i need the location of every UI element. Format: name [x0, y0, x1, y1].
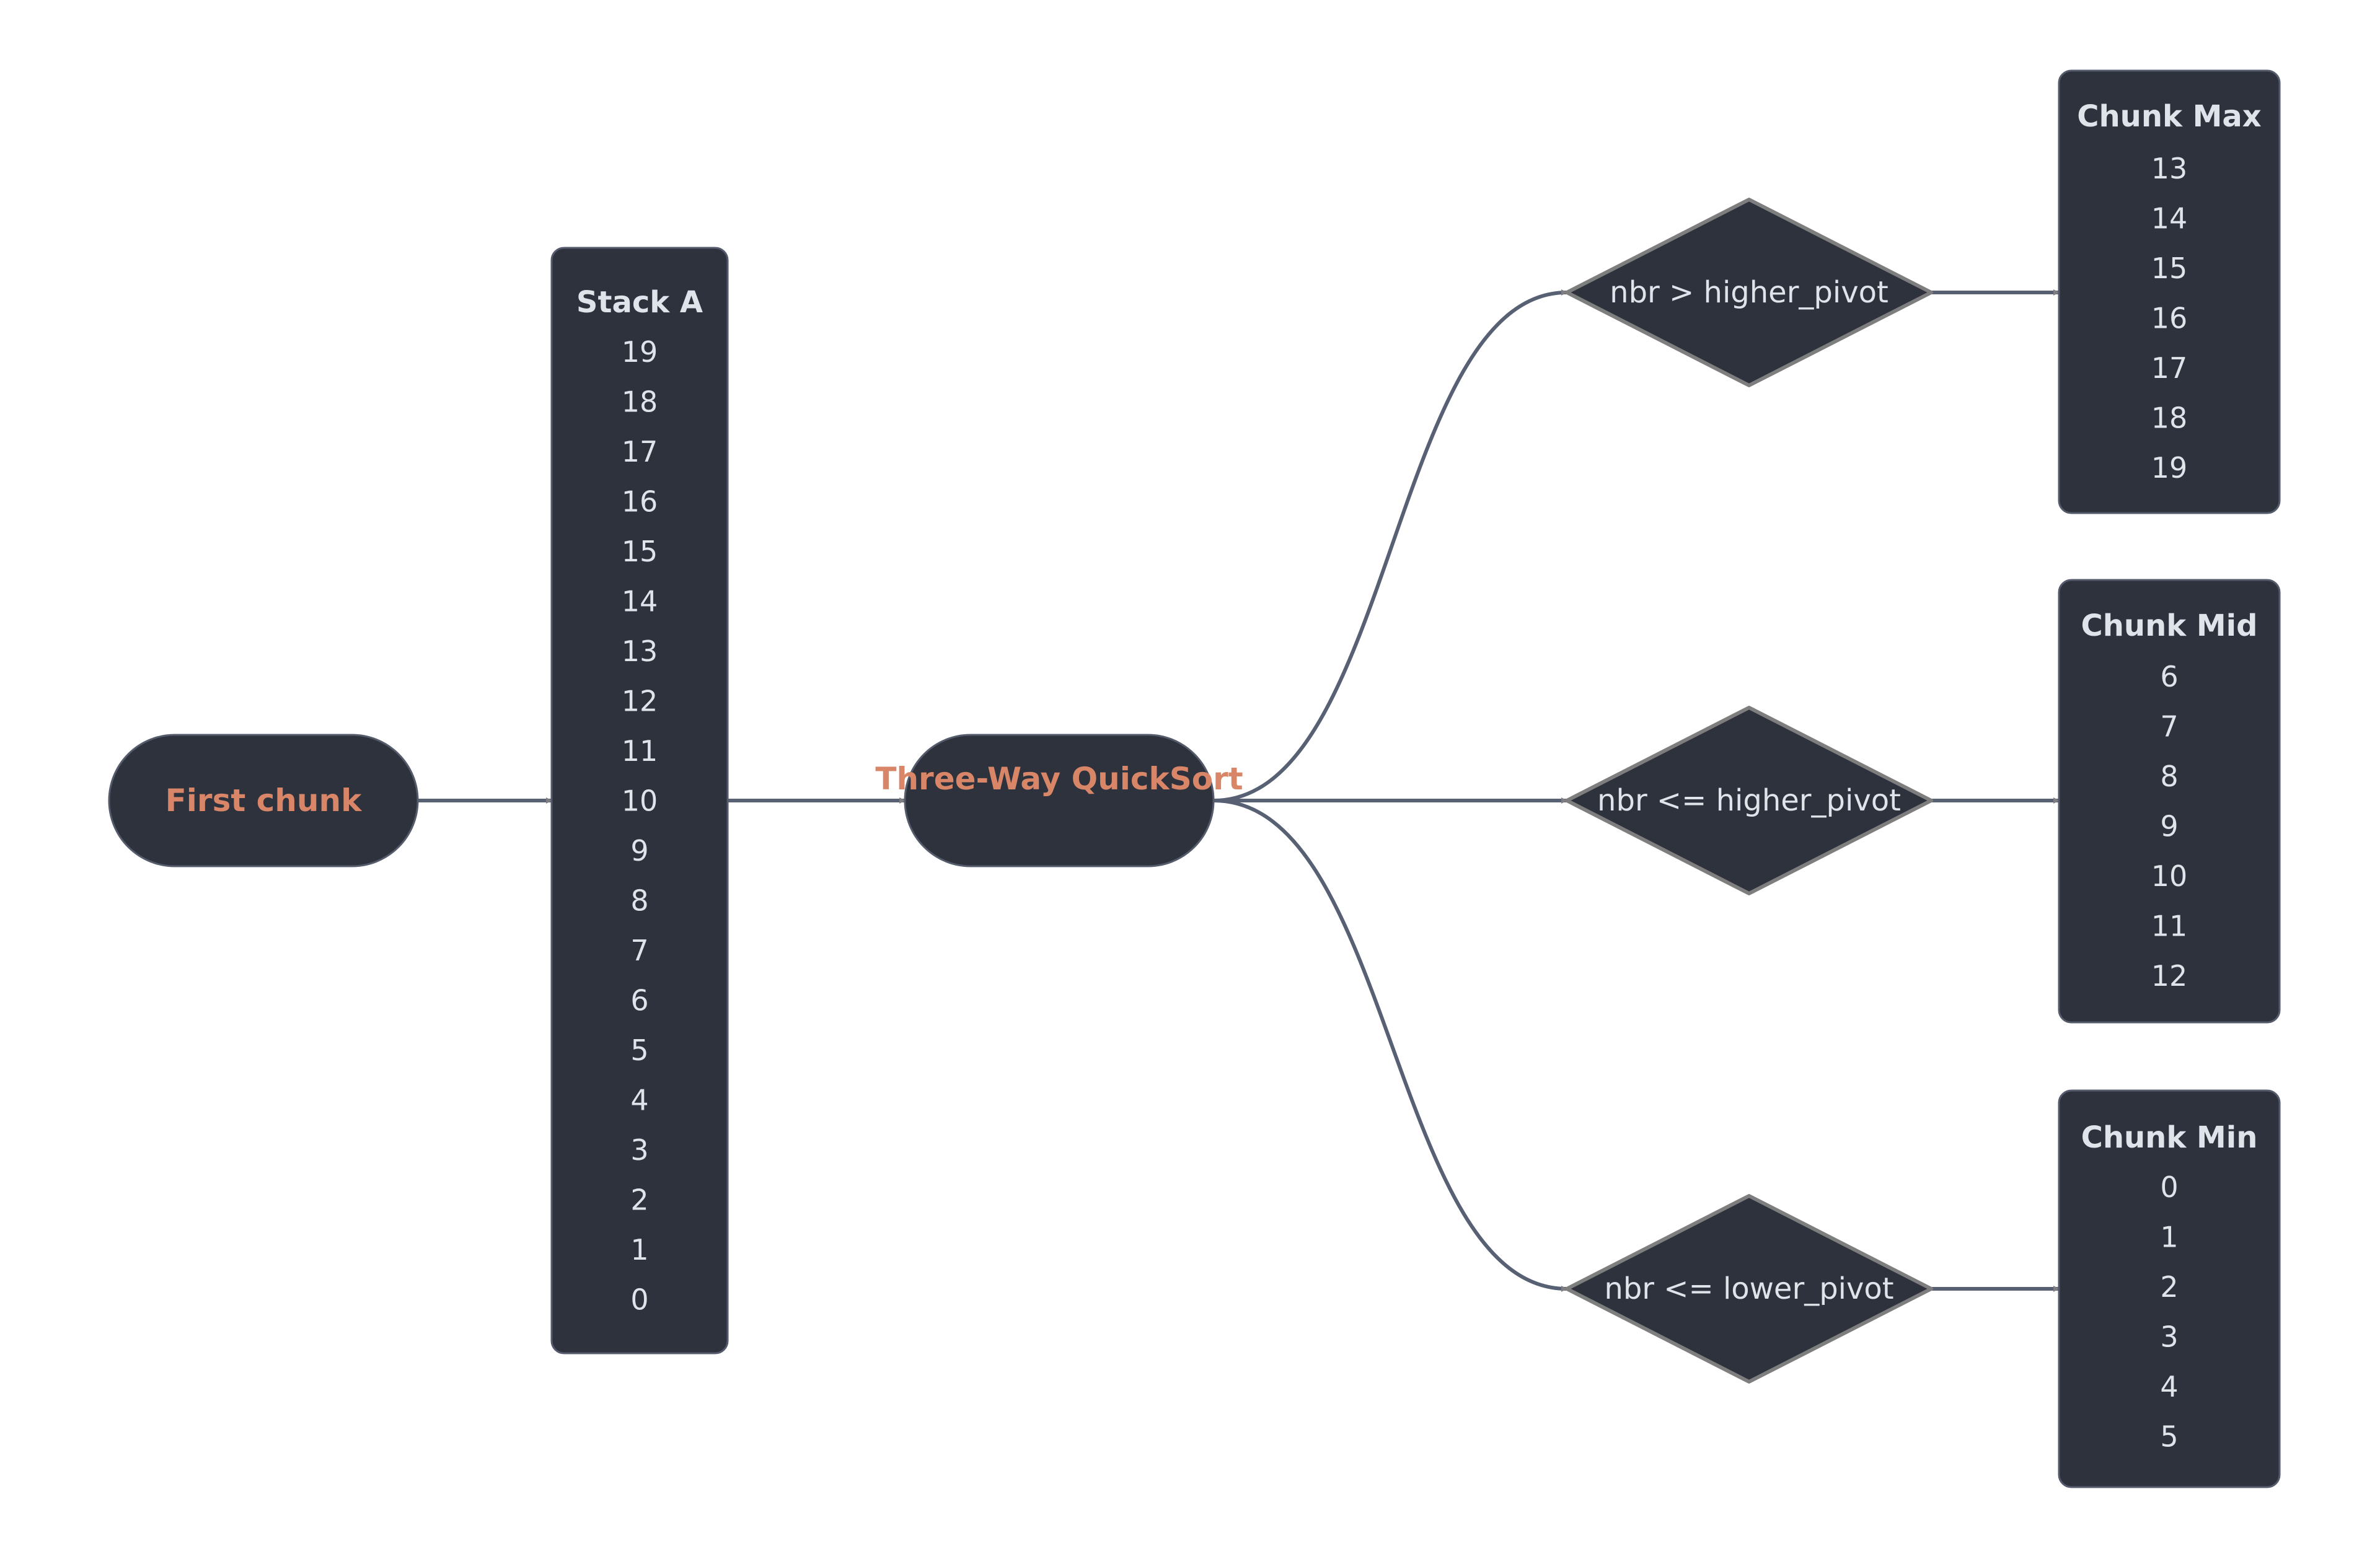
chunk-mid-title: Chunk Mid: [2081, 608, 2258, 643]
chunk-min-item: 3: [2160, 1320, 2178, 1354]
stack-a-item: 18: [622, 385, 658, 419]
chunk-min-item: 0: [2160, 1170, 2178, 1204]
stack-a-item: 1: [630, 1233, 648, 1266]
decision-min-label: nbr <= lower_pivot: [1604, 1271, 1893, 1306]
stack-a-item: 7: [630, 934, 648, 967]
chunk-max-item: 18: [2151, 402, 2188, 435]
decision-mid-label: nbr <= higher_pivot: [1597, 783, 1901, 818]
first-chunk-node[interactable]: First chunk: [108, 734, 419, 867]
stack-a-item: 8: [630, 884, 648, 918]
stack-a-item: 16: [622, 485, 658, 519]
edges: [418, 289, 2060, 1292]
chunk-max-title: Chunk Max: [2077, 99, 2262, 134]
chunk-mid-items: 6 7 8 9 10 11 12: [2151, 660, 2188, 993]
edge-quicksort-to-min: [1213, 799, 1567, 1292]
decision-max-node[interactable]: nbr > higher_pivot: [1565, 198, 1933, 387]
chunk-min-item: 2: [2160, 1270, 2178, 1304]
decision-min-node[interactable]: nbr <= lower_pivot: [1565, 1194, 1933, 1384]
stack-a-item: 3: [630, 1133, 648, 1167]
stack-a-item: 0: [630, 1283, 648, 1317]
chunk-min-item: 4: [2160, 1370, 2178, 1403]
stack-a-item: 19: [622, 335, 658, 369]
chunk-mid-item: 7: [2160, 710, 2178, 744]
quicksort-label: Three-Way QuickSort: [875, 761, 1243, 797]
stack-a-item: 6: [630, 984, 648, 1017]
decision-mid-node[interactable]: nbr <= higher_pivot: [1565, 706, 1933, 895]
stack-a-item: 4: [630, 1084, 648, 1117]
stack-a-item: 14: [622, 585, 658, 618]
stack-a-item: 17: [622, 435, 658, 468]
stack-a-title: Stack A: [576, 285, 703, 320]
stack-a-item: 9: [630, 834, 648, 867]
stack-a-item: 15: [622, 535, 658, 568]
chunk-mid-item: 11: [2151, 910, 2188, 943]
chunk-min-item: 5: [2160, 1420, 2178, 1454]
chunk-max-item: 13: [2151, 152, 2188, 185]
first-chunk-label: First chunk: [165, 783, 363, 819]
chunk-min-node[interactable]: Chunk Min 0 1 2 3 4 5: [2058, 1089, 2281, 1488]
decision-max-label: nbr > higher_pivot: [1610, 275, 1889, 310]
chunk-mid-node[interactable]: Chunk Mid 6 7 8 9 10 11 12: [2058, 579, 2281, 1024]
chunk-max-node[interactable]: Chunk Max 13 14 15 16 17 18 19: [2058, 69, 2281, 514]
edge-quicksort-to-max: [1213, 289, 1567, 802]
chunk-max-item: 17: [2151, 351, 2188, 385]
chunk-mid-item: 12: [2151, 959, 2188, 993]
chunk-mid-item: 9: [2160, 810, 2178, 843]
chunk-min-item: 1: [2160, 1221, 2178, 1254]
chunk-mid-item: 10: [2151, 859, 2188, 893]
chunk-mid-item: 8: [2160, 760, 2178, 793]
stack-a-item: 2: [630, 1183, 648, 1217]
stack-a-item: 5: [630, 1034, 648, 1067]
quicksort-node[interactable]: Three-Way QuickSort: [875, 734, 1243, 867]
stack-a-item: 13: [622, 634, 658, 668]
stack-a-item: 11: [622, 734, 658, 768]
chunk-max-item: 16: [2151, 302, 2188, 335]
chunk-max-item: 14: [2151, 202, 2188, 235]
chunk-max-item: 19: [2151, 451, 2188, 485]
stack-a-item: 10: [622, 784, 658, 818]
chunk-mid-item: 6: [2160, 660, 2178, 693]
chunk-min-title: Chunk Min: [2081, 1120, 2258, 1155]
chunk-max-item: 15: [2151, 252, 2188, 285]
chunk-max-items: 13 14 15 16 17 18 19: [2151, 152, 2188, 485]
stack-a-item: 12: [622, 685, 658, 718]
chunk-min-items: 0 1 2 3 4 5: [2160, 1170, 2178, 1454]
